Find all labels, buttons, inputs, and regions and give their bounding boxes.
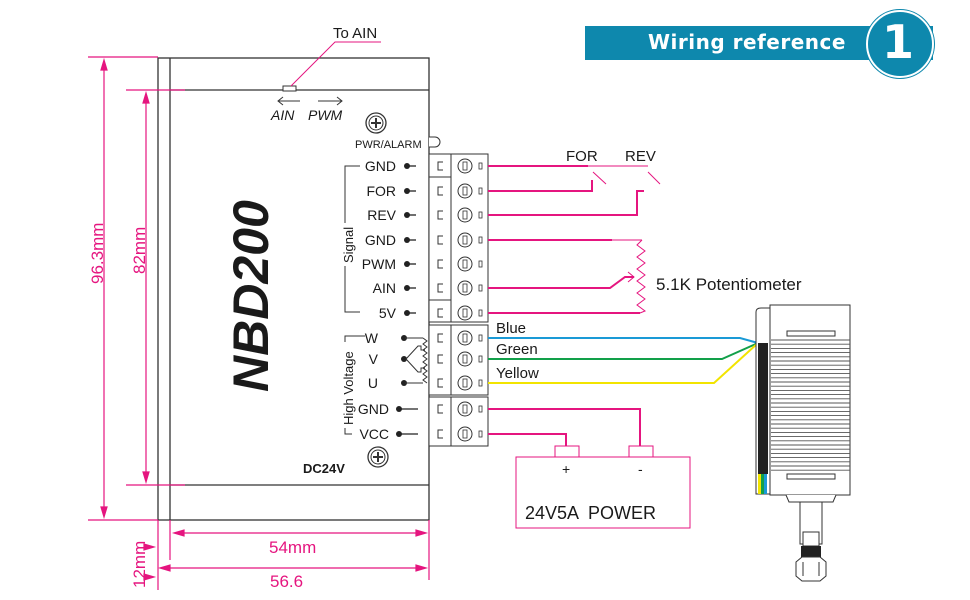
- signal-bracket: [344, 165, 360, 313]
- hv-group-label: High Voltage: [341, 351, 356, 425]
- banner-number: 1: [881, 15, 914, 69]
- pin-label: V: [369, 351, 379, 367]
- pin-label: GND: [358, 401, 389, 417]
- pin-label: 5V: [379, 305, 397, 321]
- thin-wires: [588, 165, 661, 314]
- terminal-latch: [437, 186, 443, 196]
- banner-title: Wiring reference: [648, 30, 846, 54]
- screw-icon: [367, 446, 389, 468]
- signal-wires: [488, 165, 644, 314]
- terminal-latch: [437, 333, 443, 343]
- motor-wire-green: [488, 342, 759, 360]
- plus-terminal-label: +: [562, 461, 570, 477]
- pin-label: PWM: [362, 256, 396, 272]
- minus-terminal-label: -: [638, 461, 643, 477]
- power-supply-label: 24V5A POWER: [525, 503, 656, 523]
- pin-label: U: [368, 375, 378, 391]
- terminal-latch: [437, 378, 443, 388]
- pin-label: FOR: [366, 183, 396, 199]
- to-ain-pointer: To AIN: [282, 25, 381, 92]
- terminal-latch: [437, 404, 443, 414]
- dimension-lines: [88, 56, 430, 590]
- terminal-latch: [437, 283, 443, 293]
- power-supply: + - 24V5A POWER: [515, 445, 691, 529]
- terminal-latch: [437, 210, 443, 220]
- terminal-latch: [437, 259, 443, 269]
- terminal-latch: [437, 429, 443, 439]
- terminal-latch: [437, 161, 443, 171]
- dim-width-total: 56.6: [270, 572, 303, 591]
- motor-wire-blue: [488, 337, 759, 344]
- pin-label: REV: [367, 207, 396, 223]
- for-switch-label: FOR: [566, 148, 598, 165]
- ain-pwm-switch: AIN PWM: [270, 96, 343, 123]
- motor-fins: [771, 339, 850, 471]
- motor: [755, 304, 851, 582]
- to-ain-label: To AIN: [333, 25, 377, 42]
- terminal-plug: [428, 324, 452, 396]
- terminal-plug: [428, 153, 452, 323]
- pin-dot: [401, 356, 407, 362]
- rev-switch-label: REV: [625, 148, 656, 165]
- pin-label: GND: [365, 158, 396, 174]
- motor-wire-yellow: [488, 342, 759, 384]
- dim-height-inner: 82mm: [130, 227, 149, 274]
- hv-bracket: [344, 335, 365, 435]
- dim-height-total: 96.3mm: [88, 223, 107, 284]
- pin-dot: [401, 335, 407, 341]
- dim-depth: 12mm: [130, 541, 149, 588]
- pin-dot: [401, 380, 407, 386]
- terminal-latch: [437, 235, 443, 245]
- wire-color-label: Yellow: [496, 365, 539, 382]
- power-wires: [488, 408, 641, 447]
- terminal-latch: [437, 308, 443, 318]
- pin-label: VCC: [359, 426, 389, 442]
- dim-width-inner: 54mm: [269, 538, 316, 557]
- supply-label: DC24V: [303, 461, 345, 476]
- pin-label: GND: [365, 232, 396, 248]
- terminal-blocks: [428, 153, 489, 447]
- terminal-latch: [437, 354, 443, 364]
- model-name: NBD200: [223, 200, 279, 392]
- terminal-plug: [428, 396, 452, 447]
- potentiometer-label: 5.1K Potentiometer: [656, 275, 802, 294]
- wire-color-label: Green: [496, 341, 538, 358]
- screw-icon: [365, 112, 387, 134]
- pin-label: AIN: [373, 280, 396, 296]
- pwr-alarm-label: PWR/ALARM: [355, 139, 422, 151]
- pin-label: W: [365, 330, 379, 346]
- winding-icon: [405, 337, 428, 384]
- pwm-label: PWM: [308, 107, 343, 123]
- ain-label: AIN: [270, 107, 295, 123]
- led-indicator: [429, 136, 441, 148]
- banner-badge: [866, 10, 934, 78]
- wire-color-label: Blue: [496, 320, 526, 337]
- signal-group-label: Signal: [341, 227, 356, 263]
